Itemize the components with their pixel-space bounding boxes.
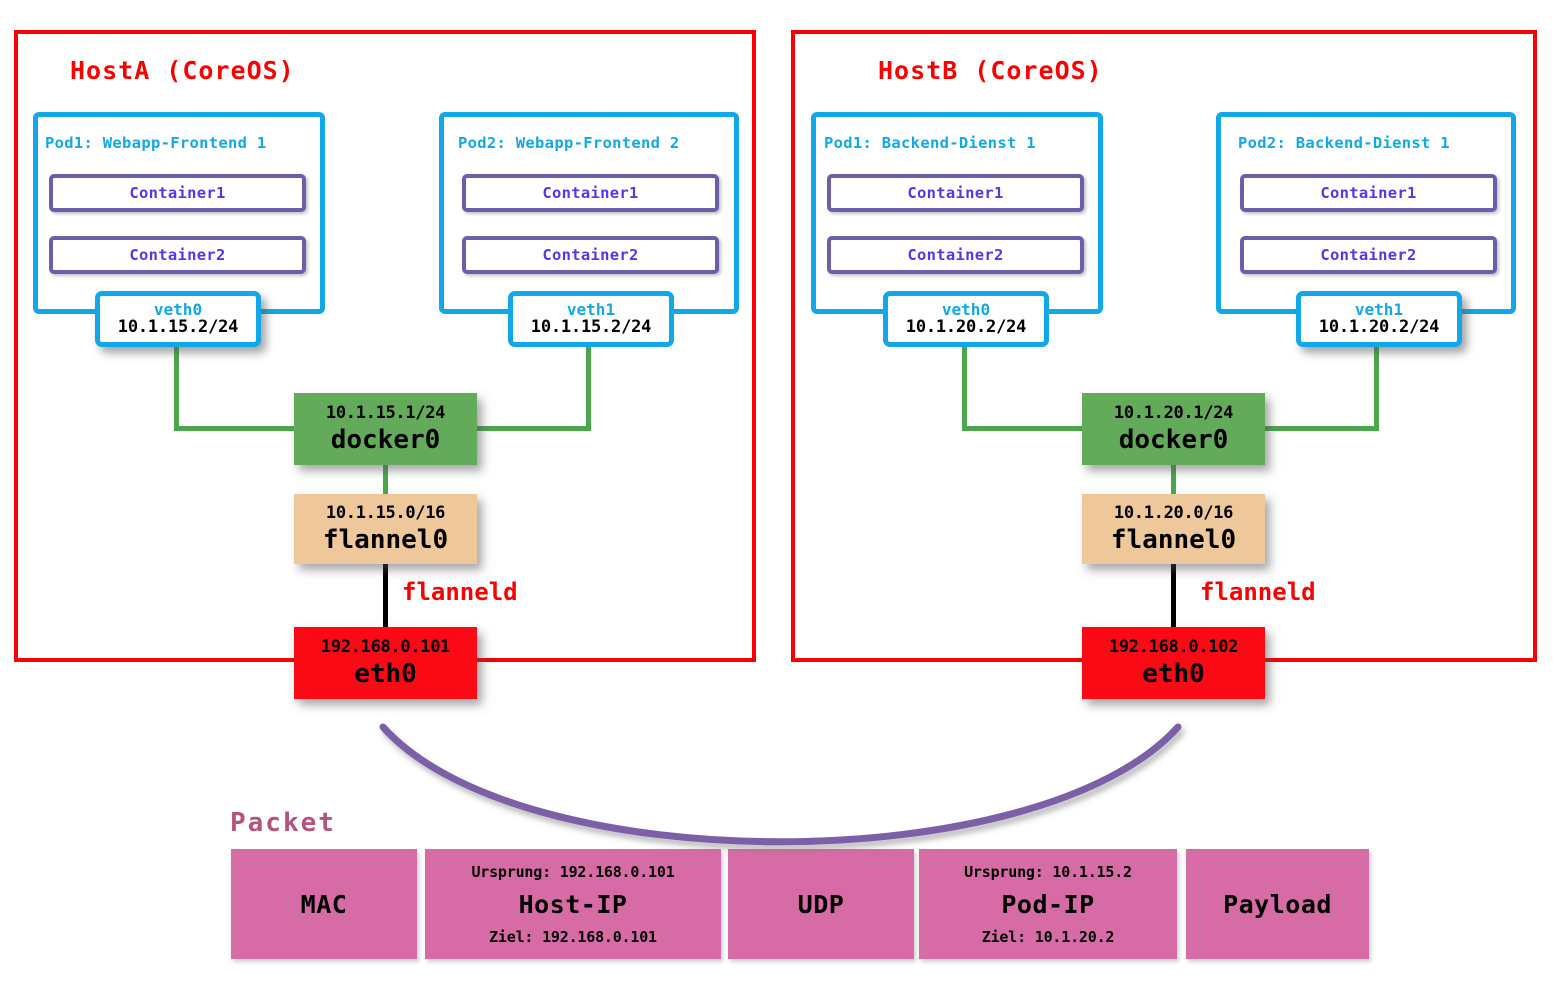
pod-box-hostA-pod1 [33,112,325,314]
device-box-hostB-flannel0: 10.1.20.0/16 flannel0 [1082,494,1265,564]
veth-name: veth0 [941,299,991,319]
packet-field-name: UDP [797,889,845,919]
pod-box-hostA-pod2 [439,112,739,314]
container-box-hostA-pod2-c1: Container1 [462,174,719,212]
veth-name: veth1 [566,299,616,319]
device-box-hostB-eth0: 192.168.0.102 eth0 [1082,627,1265,699]
pod-label-hostB-pod2: Pod2: Backend-Dienst 1 [1238,134,1450,152]
packet-field-mac: MAC [231,849,417,959]
veth-box-hostA-pod1: veth0 10.1.15.2/24 [95,291,261,347]
veth-ip: 10.1.20.2/24 [1318,317,1440,338]
device-ip: 192.168.0.101 [320,637,451,657]
pod-label-hostB-pod1: Pod1: Backend-Dienst 1 [824,134,1036,152]
container-label: Container2 [907,246,1004,264]
container-label: Container2 [129,246,226,264]
packet-field-source: Ursprung: 10.1.15.2 [964,862,1132,881]
device-name: flannel0 [1110,525,1237,555]
device-box-hostA-docker0: 10.1.15.1/24 docker0 [294,393,477,465]
pod-label-hostA-pod1: Pod1: Webapp-Frontend 1 [45,134,267,152]
device-box-hostA-flannel0: 10.1.15.0/16 flannel0 [294,494,477,564]
link-hostA-veth1-horizontal [466,426,591,431]
link-hostB-veth1-horizontal [1254,426,1379,431]
packet-section-title: Packet [230,808,336,838]
packet-field-name: Payload [1223,889,1332,919]
container-box-hostA-pod1-c2: Container2 [49,236,306,274]
flanneld-label-hostB: flanneld [1200,578,1316,606]
link-hostA-veth1-vertical [586,346,591,430]
device-ip: 10.1.20.1/24 [1113,403,1234,423]
veth-ip: 10.1.15.2/24 [530,317,652,338]
flanneld-label-hostA: flanneld [402,578,518,606]
link-hostA-veth0-vertical [174,346,179,430]
link-hostA-veth0-horizontal [174,426,304,431]
link-hostA-flannel0-to-eth0 [383,560,388,628]
device-ip: 10.1.15.1/24 [325,403,446,423]
link-hostB-docker0-to-flannel0 [1171,463,1176,495]
host-title-hostB: HostB (CoreOS) [878,56,1103,85]
flannel-tunnel-arc [379,723,1182,846]
veth-box-hostB-pod2: veth1 10.1.20.2/24 [1296,291,1462,347]
veth-box-hostB-pod1: veth0 10.1.20.2/24 [883,291,1049,347]
device-name: docker0 [1118,425,1229,455]
packet-field-host-ip: Ursprung: 192.168.0.101 Host-IP Ziel: 19… [425,849,721,959]
container-label: Container1 [542,184,639,202]
device-name: eth0 [1142,659,1205,689]
packet-field-pod-ip: Ursprung: 10.1.15.2 Pod-IP Ziel: 10.1.20… [919,849,1177,959]
device-name: eth0 [354,659,417,689]
container-label: Container1 [129,184,226,202]
device-ip: 10.1.15.0/16 [325,503,446,523]
device-box-hostA-eth0: 192.168.0.101 eth0 [294,627,477,699]
veth-ip: 10.1.15.2/24 [117,317,239,338]
container-label: Container1 [1320,184,1417,202]
container-box-hostB-pod1-c1: Container1 [827,174,1084,212]
veth-name: veth1 [1354,299,1404,319]
container-box-hostB-pod1-c2: Container2 [827,236,1084,274]
pod-label-hostA-pod2: Pod2: Webapp-Frontend 2 [458,134,680,152]
pod-box-hostB-pod1 [811,112,1103,314]
device-ip: 192.168.0.102 [1108,637,1239,657]
link-hostB-veth0-vertical [962,346,967,430]
container-label: Container2 [542,246,639,264]
container-box-hostA-pod2-c2: Container2 [462,236,719,274]
link-hostA-docker0-to-flannel0 [383,463,388,495]
packet-field-payload: Payload [1186,849,1369,959]
link-hostB-veth1-vertical [1374,346,1379,430]
container-box-hostB-pod2-c1: Container1 [1240,174,1497,212]
packet-field-name: Host-IP [518,889,628,919]
packet-field-source: Ursprung: 192.168.0.101 [471,862,675,881]
device-ip: 10.1.20.0/16 [1113,503,1234,523]
packet-field-name: Pod-IP [1001,889,1095,919]
veth-ip: 10.1.20.2/24 [905,317,1027,338]
device-box-hostB-docker0: 10.1.20.1/24 docker0 [1082,393,1265,465]
packet-field-destination: Ziel: 10.1.20.2 [981,927,1115,946]
veth-box-hostA-pod2: veth1 10.1.15.2/24 [508,291,674,347]
host-title-hostA: HostA (CoreOS) [70,56,295,85]
container-box-hostB-pod2-c2: Container2 [1240,236,1497,274]
packet-field-destination: Ziel: 192.168.0.101 [489,927,657,946]
device-name: flannel0 [322,525,449,555]
container-label: Container1 [907,184,1004,202]
pod-box-hostB-pod2 [1216,112,1516,314]
device-name: docker0 [330,425,441,455]
container-box-hostA-pod1-c1: Container1 [49,174,306,212]
link-hostB-veth0-horizontal [962,426,1088,431]
container-label: Container2 [1320,246,1417,264]
packet-field-name: MAC [300,889,348,919]
veth-name: veth0 [153,299,203,319]
packet-field-udp: UDP [728,849,914,959]
link-hostB-flannel0-to-eth0 [1171,560,1176,628]
